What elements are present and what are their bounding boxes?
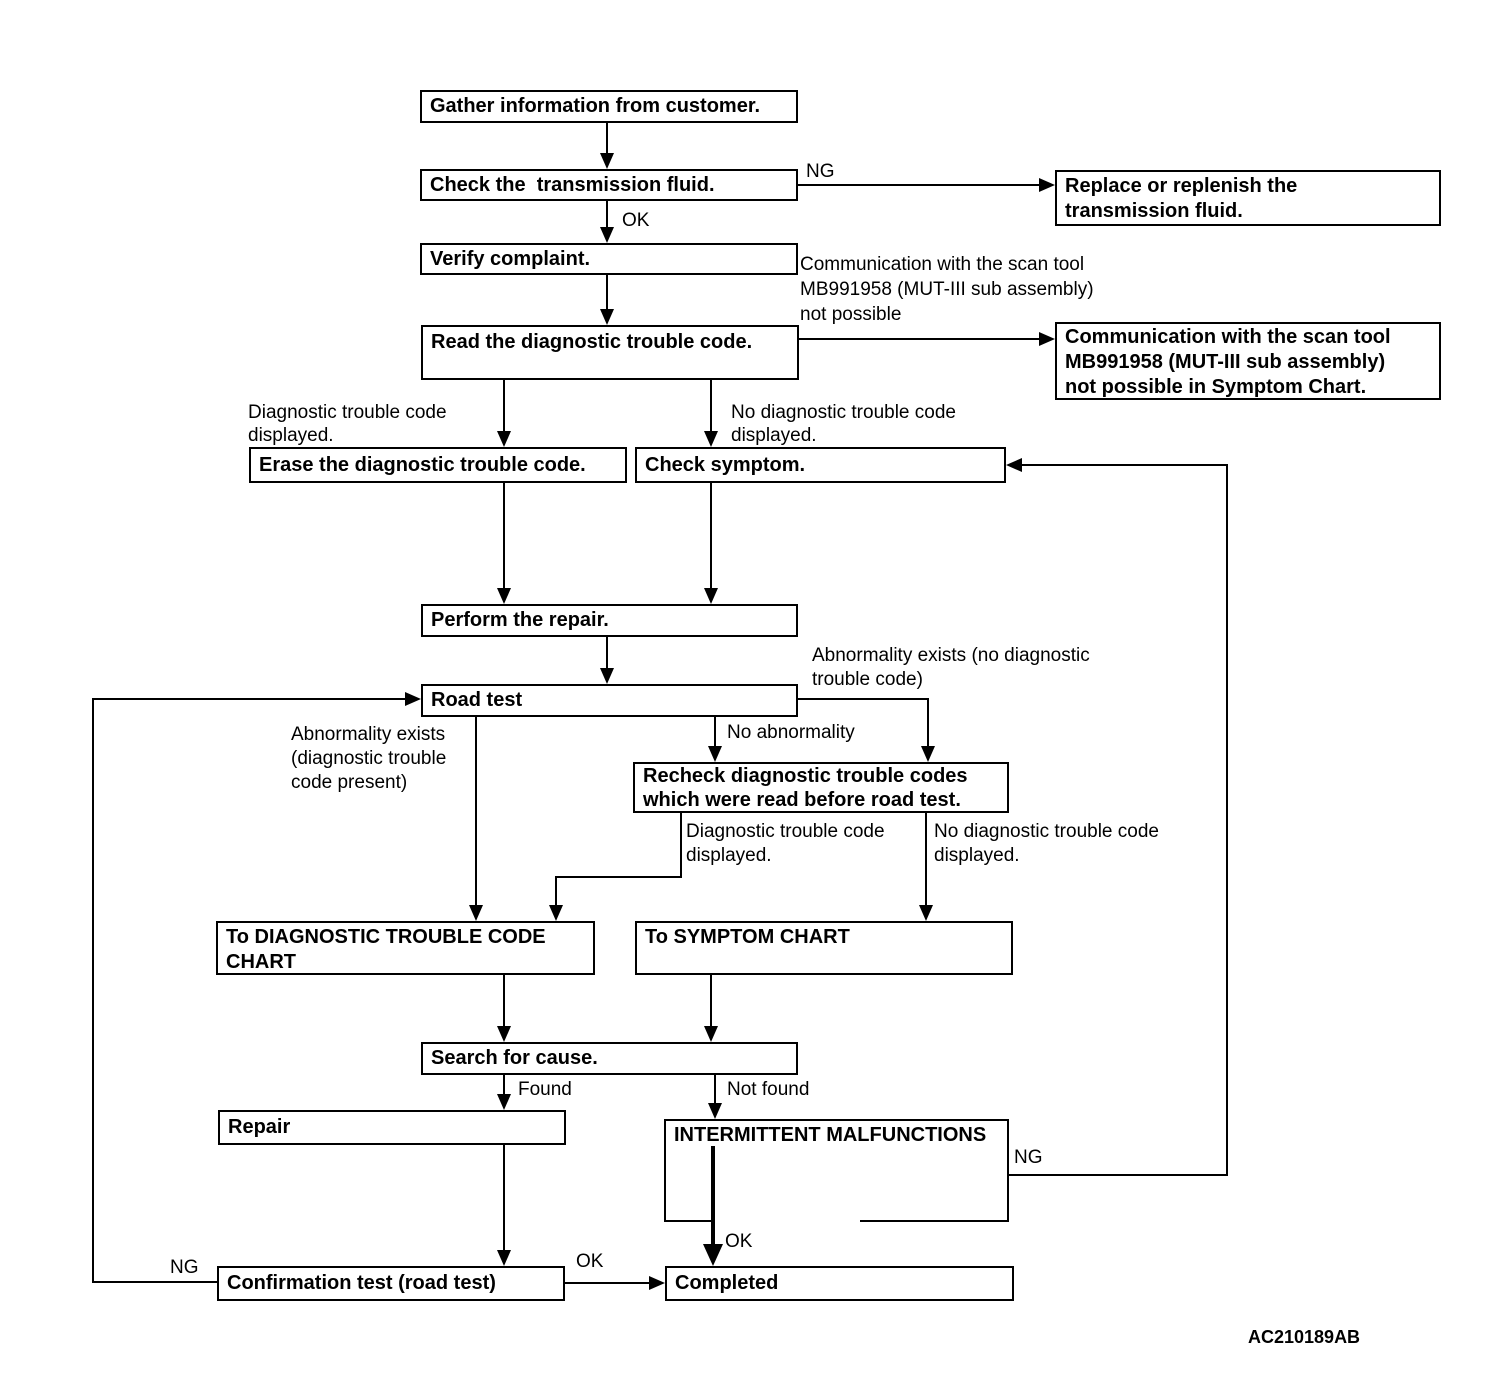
connector-search-to-intermittent [714, 1074, 716, 1103]
connector-recheck-elbow-v2 [555, 876, 557, 905]
intermittent-bottom-edge-left [664, 1220, 713, 1222]
node-repair: Repair [218, 1110, 566, 1145]
connector-checkfluid-to-replacefluid [798, 184, 1039, 186]
edge-label-no-abnormality: No abnormality [727, 722, 855, 743]
edge-label-not-found: Not found [727, 1079, 810, 1100]
connector-symptomchart-to-search [710, 975, 712, 1026]
arrowhead-down-icon [549, 905, 563, 921]
node-replace-fluid: Replace or replenish the transmission fl… [1055, 170, 1441, 226]
connector-ng-to-roadtest [92, 698, 405, 700]
connector-readdtc-to-checksymptom [710, 380, 712, 431]
edge-label-dtc-displayed-mid: Diagnostic trouble code displayed. [686, 821, 885, 866]
connector-intermittent-to-completed [711, 1146, 715, 1244]
arrowhead-down-icon [919, 905, 933, 921]
node-check-symptom: Check symptom. [635, 447, 1006, 483]
edge-label-ok-confirmation: OK [576, 1251, 604, 1272]
connector-checksymptom-to-perform [710, 483, 712, 588]
node-erase-dtc: Erase the diagnostic trouble code. [249, 447, 627, 483]
edge-label-no-dtc-displayed-mid: No diagnostic trouble code displayed. [934, 821, 1159, 866]
edge-label-ng-intermittent: NG [1014, 1147, 1043, 1168]
arrowhead-down-icon [600, 668, 614, 684]
edge-label-found: Found [518, 1079, 572, 1100]
connector-search-to-repair [503, 1074, 505, 1094]
arrowhead-down-icon [600, 227, 614, 243]
arrowhead-right-icon [649, 1276, 665, 1290]
arrowhead-down-icon [703, 1244, 723, 1266]
connector-roadtest-right-elbow-v [927, 698, 929, 746]
arrowhead-down-icon [497, 1250, 511, 1266]
arrowhead-down-icon [600, 309, 614, 325]
arrowhead-down-icon [497, 588, 511, 604]
node-verify-complaint: Verify complaint. [420, 243, 798, 275]
connector-erase-to-perform [503, 483, 505, 588]
connector-recheck-to-symptomchart [925, 813, 927, 905]
node-read-dtc: Read the diagnostic trouble code. [421, 325, 799, 380]
node-completed: Completed [665, 1266, 1014, 1301]
connector-repair-to-confirmation [503, 1145, 505, 1250]
connector-roadtest-to-dtcchart [475, 717, 477, 905]
arrowhead-left-icon [1006, 458, 1022, 472]
edge-label-ok-intermittent: OK [725, 1231, 753, 1252]
arrowhead-down-icon [708, 746, 722, 762]
edge-label-ok-fluid: OK [622, 210, 650, 231]
edge-label-abnormality-no-dtc: Abnormality exists (no diagnostic troubl… [812, 645, 1090, 690]
connector-verify-to-readdtc [606, 274, 608, 309]
node-intermittent-malfunctions: INTERMITTENT MALFUNCTIONS [664, 1119, 1009, 1222]
edge-label-no-dtc-displayed-right: No diagnostic trouble code displayed. [731, 402, 956, 446]
arrowhead-right-icon [405, 692, 421, 706]
node-check-transmission-fluid: Check the transmission fluid. [420, 169, 798, 201]
node-to-symptom-chart: To SYMPTOM CHART [635, 921, 1013, 975]
connector-intermittent-ng-h [1009, 1174, 1228, 1176]
arrowhead-down-icon [708, 1103, 722, 1119]
connector-confirmation-to-completed [565, 1282, 649, 1284]
connector-perform-to-roadtest [606, 637, 608, 668]
edge-label-comm-note: Communication with the scan tool MB99195… [800, 254, 1094, 325]
connector-dtcchart-to-search [503, 975, 505, 1026]
arrowhead-down-icon [497, 1026, 511, 1042]
connector-readdtc-to-commchart [799, 338, 1039, 340]
arrowhead-down-icon [704, 431, 718, 447]
arrowhead-down-icon [497, 1094, 511, 1110]
arrowhead-down-icon [497, 431, 511, 447]
connector-confirmation-ng-v [92, 698, 94, 1283]
arrowhead-down-icon [469, 905, 483, 921]
node-recheck-dtc: Recheck diagnostic trouble codes which w… [633, 762, 1009, 813]
connector-intermittent-ng-v [1226, 464, 1228, 1176]
node-search-for-cause: Search for cause. [421, 1042, 798, 1075]
connector-recheck-elbow-h [555, 876, 682, 878]
intermittent-bottom-edge-right [860, 1220, 1009, 1222]
edge-label-ng-confirmation: NG [170, 1257, 199, 1278]
arrowhead-down-icon [704, 588, 718, 604]
node-to-dtc-chart: To DIAGNOSTIC TROUBLE CODE CHART [216, 921, 595, 975]
arrowhead-right-icon [1039, 178, 1055, 192]
node-confirmation-test: Confirmation test (road test) [217, 1266, 565, 1301]
connector-confirmation-ng-h [93, 1281, 217, 1283]
arrowhead-down-icon [704, 1026, 718, 1042]
edge-label-ng-fluid: NG [806, 161, 835, 182]
connector-recheck-elbow-v1 [680, 813, 682, 878]
connector-gather-to-checkfluid [606, 123, 608, 153]
connector-readdtc-to-erase [503, 380, 505, 431]
connector-checkfluid-to-verify [606, 200, 608, 227]
connector-ng-to-checksymptom [1022, 464, 1228, 466]
edge-label-dtc-displayed-left: Diagnostic trouble code displayed. [248, 402, 447, 446]
node-gather-information: Gather information from customer. [420, 90, 798, 123]
connector-roadtest-right-elbow-h [798, 698, 929, 700]
node-road-test: Road test [421, 684, 798, 717]
node-comm-not-possible-chart: Communication with the scan tool MB99195… [1055, 322, 1441, 400]
node-perform-repair: Perform the repair. [421, 604, 798, 637]
figure-code: AC210189AB [1248, 1327, 1361, 1347]
arrowhead-right-icon [1039, 332, 1055, 346]
edge-label-abnormality-dtc-present: Abnormality exists (diagnostic trouble c… [291, 724, 447, 793]
connector-roadtest-to-recheck [714, 717, 716, 746]
arrowhead-down-icon [921, 746, 935, 762]
arrowhead-down-icon [600, 153, 614, 169]
